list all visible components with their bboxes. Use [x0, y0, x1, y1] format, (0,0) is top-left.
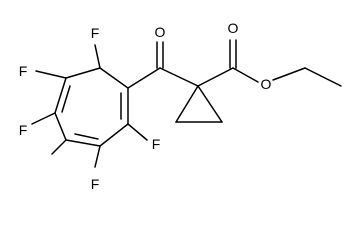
fluorine-3-label: F [19, 63, 28, 79]
ester-oxygen-label: O [261, 76, 272, 92]
fluorine-4-label: F [19, 122, 28, 138]
ester-carbonyl-oxygen-label: O [228, 20, 239, 36]
fluorine-6-label: F [152, 136, 161, 152]
chemical-structure: O O O F F F F F [19, 20, 342, 192]
carbonyl-oxygen-label: O [155, 24, 166, 40]
fluorine-2-label: F [91, 25, 100, 41]
atom-labels: O O O F F F F F [19, 20, 272, 192]
fluorine-5-label: F [91, 176, 100, 192]
bond-lines [31, 39, 342, 168]
